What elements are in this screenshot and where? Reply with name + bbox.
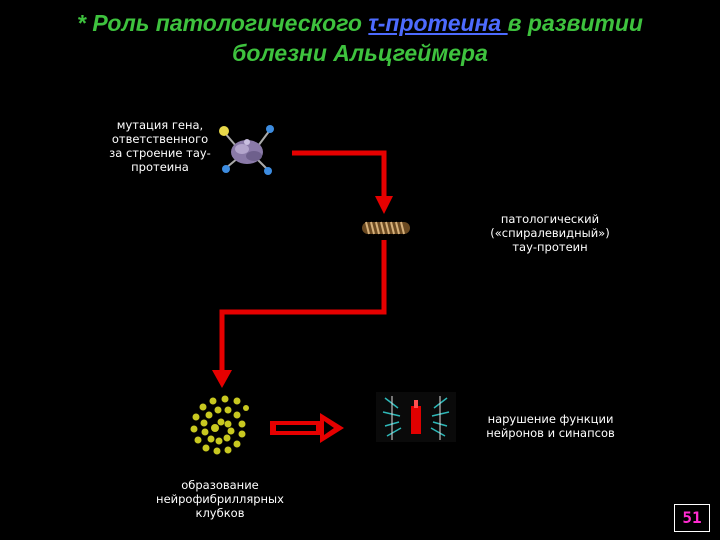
slide-title: * Роль патологического τ-протеина в разв… (0, 8, 720, 68)
spiral-tau-protein-icon (362, 221, 410, 235)
label-tangle-formation: образование нейрофибриллярных клубков (156, 478, 284, 520)
title-line1-suffix: в развитии (507, 10, 643, 36)
slide-number: 51 (674, 504, 710, 532)
title-prefix: * Роль патологического (77, 10, 369, 36)
title-line-1: * Роль патологического τ-протеина в разв… (0, 8, 720, 38)
label-pathological-tau: патологический («спиралевидный») тау-про… (490, 212, 610, 254)
molecule-icon (219, 125, 274, 175)
label-neuron-dysfunction: нарушение функции нейронов и синапсов (486, 412, 615, 440)
arrow-protein-to-tangles (212, 240, 387, 388)
neurofibrillary-tangle-icon (190, 395, 249, 455)
arrow-tangles-to-dysfunction (270, 413, 344, 443)
title-line-2: болезни Альцгеймера (232, 40, 488, 66)
synapse-dysfunction-icon (376, 392, 456, 442)
label-gene-mutation: мутация гена, ответственного за строение… (109, 118, 211, 174)
title-tau-protein: τ-протеина (368, 10, 508, 36)
arrow-mutation-to-protein (292, 150, 393, 214)
